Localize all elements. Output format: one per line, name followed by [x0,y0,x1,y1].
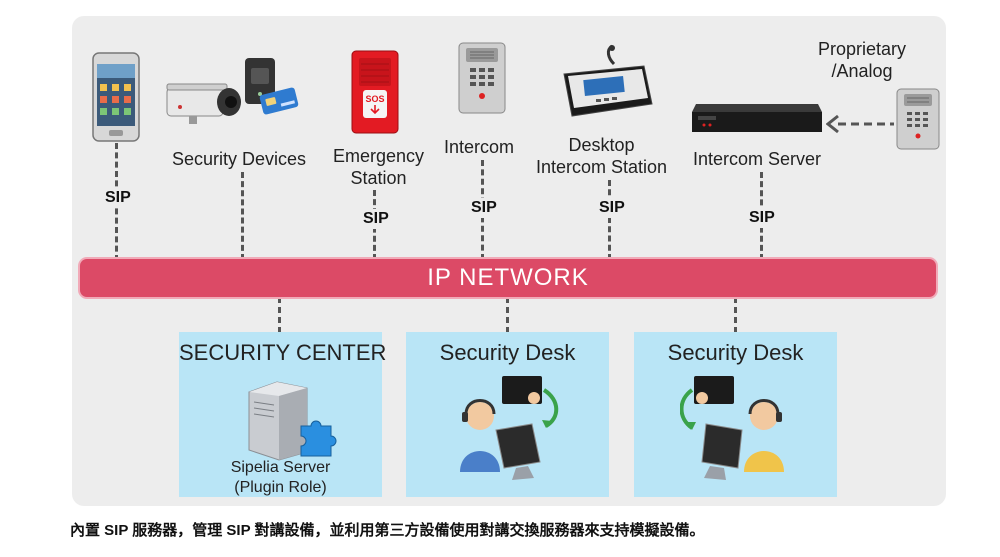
security-desk-box-2: Security Desk [634,332,837,497]
proprietary-analog-label: Proprietary /Analog [818,38,906,82]
server-line1: Sipelia Server [230,459,331,476]
sip-label-intercom: SIP [470,198,498,218]
desk2-connector [734,297,737,333]
operator-workstation-icon [680,376,784,480]
emergency-station-icon: SOS [351,50,399,134]
emergency-station-label: Emergency Station [333,145,424,189]
ip-network-bar: IP NETWORK [80,259,936,297]
security-devices-connector [241,172,244,260]
caption-text: 內置 SIP 服務器，管理 SIP 對講設備，並利用第三方設備使用對講交換服務器… [70,522,705,539]
security-camera-icon [166,83,241,124]
emergency-line1: Emergency [333,146,425,166]
smartphone-icon [92,52,140,142]
analog-link-arrow [826,114,894,134]
desktop-connector [608,180,611,260]
sipelia-server-label: Sipelia Server (Plugin Role) [179,458,382,498]
server-tower-icon [248,381,337,461]
card-reader-icon [245,58,275,104]
desktop-line2: Intercom Station [536,157,668,177]
server-line2: (Plugin Role) [234,479,327,496]
security-desk-title-2: Security Desk [667,340,804,365]
desktop-intercom-icon [563,44,653,117]
security-center-title: SECURITY CENTER [179,340,387,365]
intercom-server-label: Intercom Server [693,149,822,169]
sip-label-desktop: SIP [598,198,626,218]
security-desk-title-1: Security Desk [439,340,576,365]
sip-label-server: SIP [748,208,776,228]
intercom-icon [458,42,506,114]
emergency-line2: Station [350,168,407,188]
proprietary-line2: /Analog [831,61,893,81]
operator-workstation-icon [460,376,559,480]
sip-label-phone: SIP [104,188,132,208]
desktop-line1: Desktop [568,135,635,155]
desk1-connector [506,297,509,333]
analog-intercom-icon [896,88,940,150]
sos-text: SOS [365,94,384,104]
proprietary-line1: Proprietary [818,39,907,59]
security-desk-box-1: Security Desk [406,332,609,497]
desktop-intercom-label: Desktop Intercom Station [536,134,667,178]
security-center-box: SECURITY CENTER Sipelia Server (Plugin R… [179,332,387,498]
intercom-label: Intercom [444,137,515,157]
intercom-server-icon [692,104,822,132]
security-center-connector [278,297,281,333]
sip-label-emergency: SIP [362,209,390,229]
access-card-icon [259,87,299,115]
security-devices-label: Security Devices [172,149,307,169]
